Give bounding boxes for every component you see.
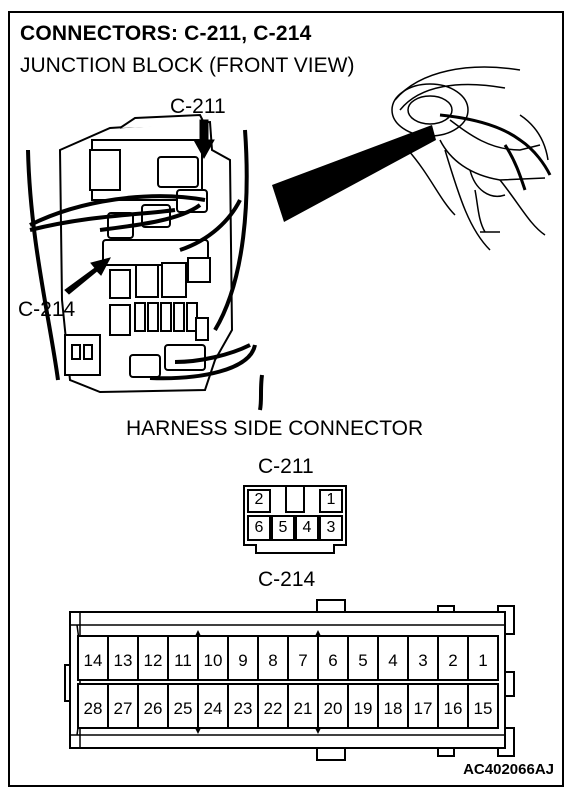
c214-pin: 15 — [473, 699, 493, 718]
dashboard-harness — [439, 113, 552, 191]
c214-pin: 11 — [174, 651, 192, 670]
c214-pin: 28 — [83, 699, 103, 718]
c214-pin: 20 — [323, 699, 343, 718]
c214-pin: 17 — [413, 699, 433, 718]
c211-pin: 1 — [326, 491, 336, 508]
c214-pin: 9 — [238, 651, 248, 670]
junction-block — [58, 113, 234, 394]
figure-frame — [8, 11, 564, 787]
c214-pin: 21 — [293, 699, 313, 718]
c214-pin: 25 — [173, 699, 193, 718]
c214-pin: 8 — [268, 651, 278, 670]
callout-label-c214: C-214 — [18, 298, 76, 321]
c214-pin: 1 — [478, 651, 488, 670]
c214-pin: 10 — [203, 651, 223, 670]
c214-pin: 27 — [113, 699, 133, 718]
c214-pin: 23 — [233, 699, 253, 718]
c214-pin: 19 — [353, 699, 373, 718]
c214-pin: 22 — [263, 699, 283, 718]
c214-label: C-214 — [258, 568, 316, 591]
c214-pin: 18 — [383, 699, 403, 718]
pointer-wedge — [272, 125, 436, 222]
c214-pin: 26 — [143, 699, 163, 718]
section-heading: HARNESS SIDE CONNECTOR — [126, 417, 424, 440]
figure-code: AC402066AJ — [463, 761, 554, 778]
c214-pin: 24 — [203, 699, 223, 718]
c211-pin: 5 — [278, 519, 288, 536]
c214-pin: 3 — [418, 651, 428, 670]
callout-arrows — [64, 119, 215, 295]
wire-harness — [26, 129, 264, 411]
c211-label: C-211 — [258, 455, 314, 478]
c214-pin: 4 — [388, 651, 398, 670]
c214-pin: 5 — [358, 651, 368, 670]
page-title: CONNECTORS: C-211, C-214 — [20, 22, 312, 45]
callout-label-c211: C-211 — [170, 95, 226, 118]
c214-pin: 7 — [298, 651, 308, 670]
c211-pin: 2 — [254, 491, 264, 508]
vehicle-dashboard-inset — [391, 66, 549, 251]
c214-pin: 12 — [143, 651, 163, 670]
c214-pin: 16 — [443, 699, 463, 718]
c211-pin: 4 — [302, 519, 312, 536]
c211-pin: 3 — [326, 519, 336, 536]
page-subtitle: JUNCTION BLOCK (FRONT VIEW) — [20, 54, 355, 77]
c214-pin: 14 — [83, 651, 103, 670]
c211-pin: 6 — [254, 519, 264, 536]
c214-pin: 13 — [113, 651, 133, 670]
c214-pin: 6 — [328, 651, 338, 670]
c214-pin: 2 — [448, 651, 458, 670]
